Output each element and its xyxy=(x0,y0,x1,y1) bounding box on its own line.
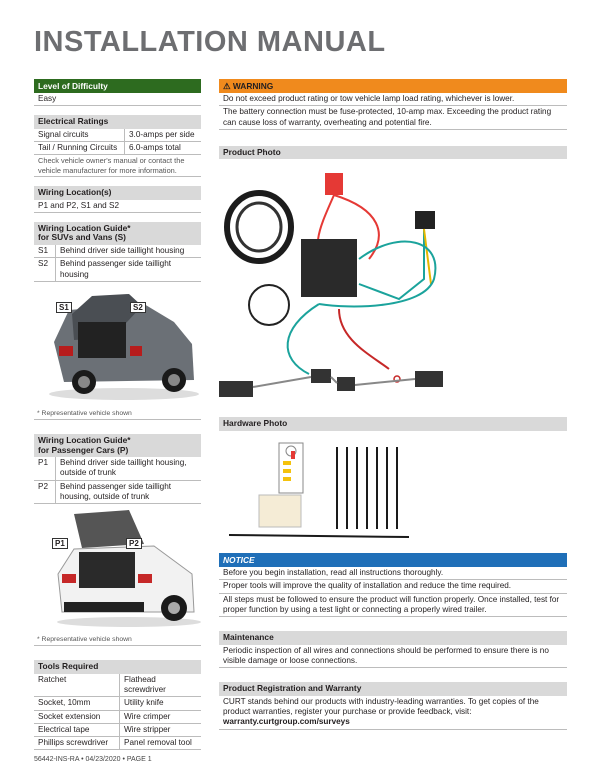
hardware-photo xyxy=(219,431,567,553)
location-desc: Behind driver side taillight housing, ou… xyxy=(60,458,187,478)
suv-guide-header: Wiring Location Guide* for SUVs and Vans… xyxy=(34,221,201,246)
wiring-location-header: Wiring Location(s) xyxy=(34,185,201,200)
electrical-value: 6.0-amps total xyxy=(129,143,181,153)
suv-guide-row: S1 Behind driver side taillight housing xyxy=(34,245,201,259)
maintenance-header: Maintenance xyxy=(219,631,567,645)
wiring-location-value: P1 and P2, S1 and S2 xyxy=(34,200,201,213)
suv-guide-subtitle: for SUVs and Vans (S) xyxy=(38,232,126,243)
callout-s1: S1 xyxy=(56,301,72,313)
notice-header: NOTICE xyxy=(219,553,567,568)
tool-item: Phillips screwdriver xyxy=(34,737,120,750)
tools-row: Socket, 10mm Utility knife xyxy=(34,697,201,711)
electrical-row: Tail / Running Circuits 6.0-amps total xyxy=(34,142,201,156)
hardware-photo-header: Hardware Photo xyxy=(219,417,567,432)
left-column: Level of Difficulty Easy Electrical Rati… xyxy=(34,79,201,751)
tools-row: Electrical tape Wire stripper xyxy=(34,723,201,738)
tool-item: Socket extension xyxy=(34,710,120,723)
warning-triangle-icon: ⚠ xyxy=(223,81,231,91)
suv-photo: S1 S2 xyxy=(34,281,201,408)
car-guide-header: Wiring Location Guide* for Passenger Car… xyxy=(34,433,201,458)
notice-line: Before you begin installation, read all … xyxy=(219,567,567,581)
location-code: P2 xyxy=(34,480,56,504)
notice-line: All steps must be followed to ensure the… xyxy=(219,594,567,618)
warning-title: WARNING xyxy=(232,81,274,91)
product-photo xyxy=(219,159,567,405)
electrical-label: Signal circuits xyxy=(34,128,125,142)
tool-item: Utility knife xyxy=(124,698,164,708)
tools-table: Ratchet Flathead screwdriver Socket, 10m… xyxy=(34,673,201,751)
suv-note: * Representative vehicle shown xyxy=(34,408,201,420)
location-desc: Behind passenger side taillight housing,… xyxy=(60,481,172,501)
notice-line: Proper tools will improve the quality of… xyxy=(219,580,567,594)
warning-line: Do not exceed product rating or tow vehi… xyxy=(219,93,567,107)
car-illustration xyxy=(34,504,201,635)
tool-item: Panel removal tool xyxy=(124,738,192,748)
tool-item: Electrical tape xyxy=(34,723,120,737)
suv-illustration xyxy=(34,281,201,408)
tool-item: Wire crimper xyxy=(124,711,171,721)
location-desc: Behind driver side taillight housing xyxy=(60,246,185,256)
location-code: P1 xyxy=(34,457,56,480)
location-code: S2 xyxy=(34,258,56,281)
car-guide-subtitle: for Passenger Cars (P) xyxy=(38,444,129,455)
hardware-illustration xyxy=(228,442,410,539)
tools-row: Socket extension Wire crimper xyxy=(34,710,201,724)
tool-item: Ratchet xyxy=(34,673,120,697)
location-desc: Behind passenger side taillight housing xyxy=(60,259,172,279)
location-code: S1 xyxy=(34,245,56,258)
electrical-value: 3.0-amps per side xyxy=(129,129,195,139)
registration-text: CURT stands behind our products with ind… xyxy=(219,696,567,730)
maintenance-text: Periodic inspection of all wires and con… xyxy=(219,645,567,669)
tool-item: Flathead screwdriver xyxy=(124,674,166,695)
page-title: INSTALLATION MANUAL xyxy=(34,26,386,58)
right-column: ⚠ WARNING Do not exceed product rating o… xyxy=(219,79,567,730)
car-guide-title: Wiring Location Guide* xyxy=(38,434,131,445)
warning-line: The battery connection must be fuse-prot… xyxy=(219,106,567,130)
tool-item: Socket, 10mm xyxy=(34,697,120,710)
tools-row: Ratchet Flathead screwdriver xyxy=(34,673,201,698)
callout-p2: P2 xyxy=(126,538,142,550)
suv-guide-title: Wiring Location Guide* xyxy=(38,222,131,233)
car-photo: P1 P2 xyxy=(34,504,201,635)
electrical-label: Tail / Running Circuits xyxy=(34,142,125,155)
tools-row: Phillips screwdriver Panel removal tool xyxy=(34,737,201,751)
difficulty-value: Easy xyxy=(34,93,201,107)
tools-header: Tools Required xyxy=(34,660,201,674)
callout-s2: S2 xyxy=(130,301,146,313)
registration-header: Product Registration and Warranty xyxy=(219,682,567,696)
wiring-harness-illustration xyxy=(219,173,443,398)
electrical-header: Electrical Ratings xyxy=(34,115,201,129)
registration-body: CURT stands behind our products with ind… xyxy=(223,696,539,717)
electrical-note: Check vehicle owner's manual or contact … xyxy=(34,155,201,177)
callout-p1: P1 xyxy=(52,538,68,550)
warranty-link[interactable]: warranty.curtgroup.com/surveys xyxy=(223,717,350,727)
product-photo-header: Product Photo xyxy=(219,145,567,160)
car-guide-row: P1 Behind driver side taillight housing,… xyxy=(34,457,201,481)
tool-item: Wire stripper xyxy=(124,724,171,734)
car-note: * Representative vehicle shown xyxy=(34,634,201,647)
warning-header: ⚠ WARNING xyxy=(219,79,567,93)
page-footer: 56442-INS-RA • 04/23/2020 • PAGE 1 xyxy=(34,756,152,763)
suv-guide-row: S2 Behind passenger side taillight housi… xyxy=(34,258,201,282)
car-guide-row: P2 Behind passenger side taillight housi… xyxy=(34,480,201,505)
electrical-row: Signal circuits 3.0-amps per side xyxy=(34,128,201,143)
difficulty-header: Level of Difficulty xyxy=(34,79,201,93)
